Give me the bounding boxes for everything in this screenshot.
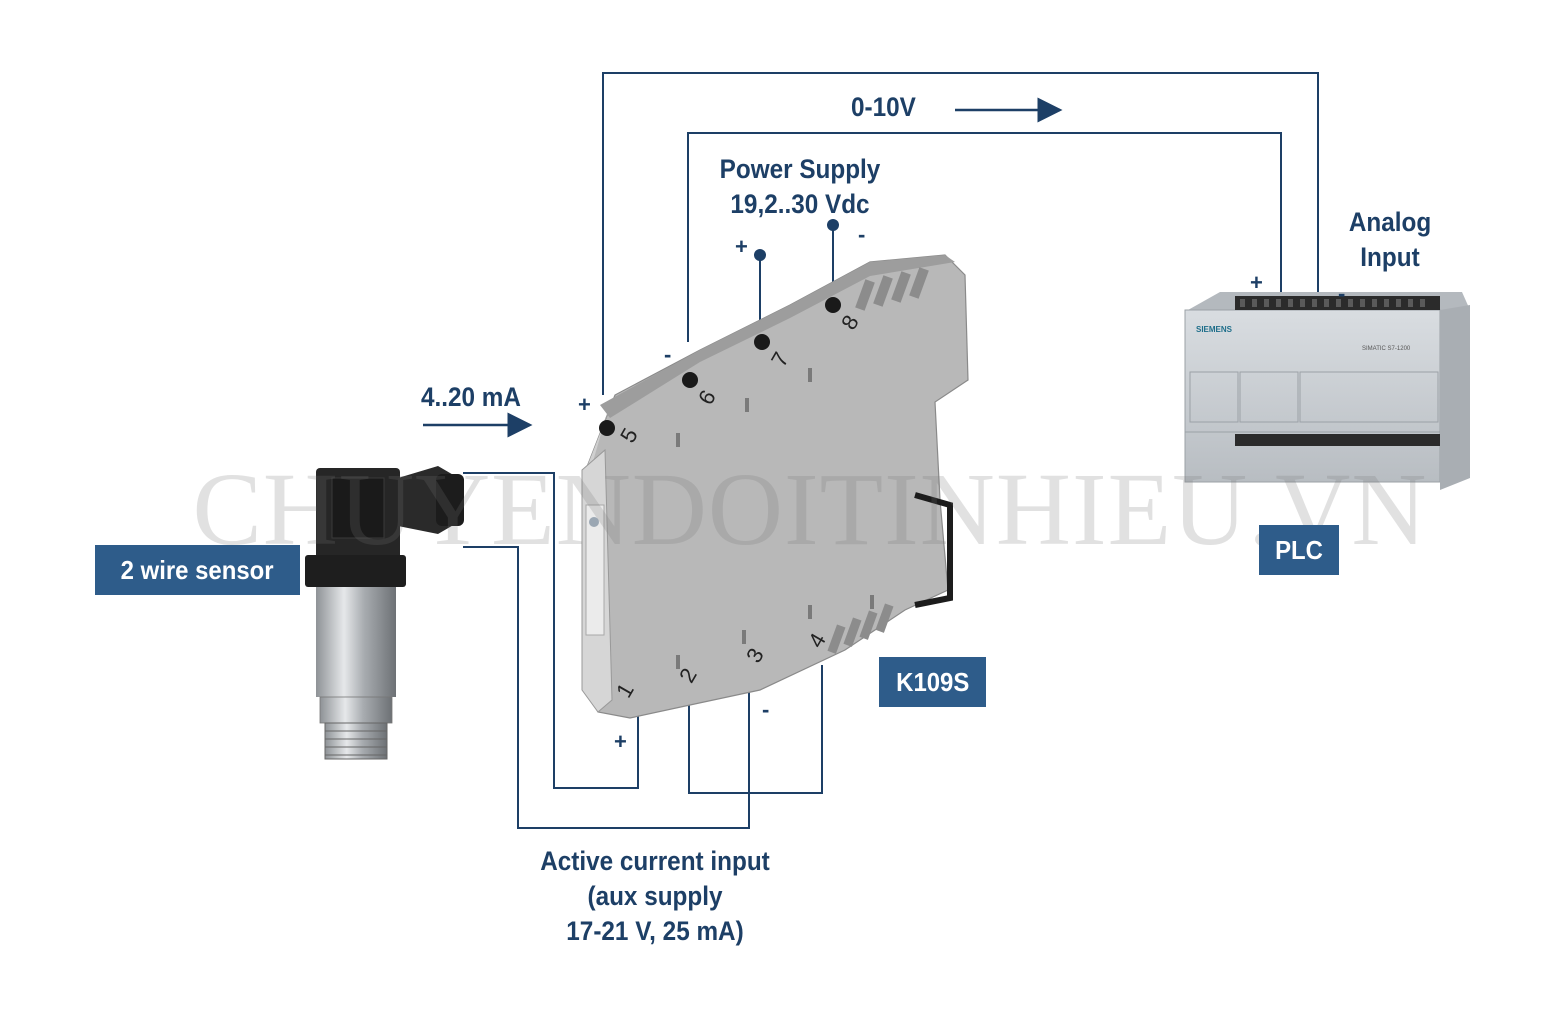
din-rail-module-icon: 1 2 3 4 5 6 7 8: [581, 254, 969, 719]
power-supply-label: Power Supply 19,2..30 Vdc: [692, 152, 908, 222]
power-plus-sign: +: [735, 234, 748, 259]
power-minus-dot: [827, 219, 839, 231]
output-signal-label: 0-10V: [851, 92, 916, 122]
wire-jumper-t2-t4: [688, 665, 823, 794]
active-input-label: Active current input (aux supply 17-21 V…: [507, 844, 804, 949]
plc-label-box: PLC: [1259, 525, 1339, 575]
power-plus-dot: [754, 249, 766, 261]
wire-output-minus: [687, 132, 1282, 342]
plc-minus-sign: -: [1338, 281, 1346, 306]
plc-controller-icon: SIEMENS SIMATIC S7-1200: [1184, 292, 1470, 490]
power-supply-line2: 19,2..30 Vdc: [730, 189, 870, 220]
plc-model: SIMATIC S7-1200: [1362, 346, 1411, 352]
t6-minus-sign: -: [664, 342, 672, 367]
plc-label: PLC: [1275, 534, 1323, 565]
wire-sensor-to-t3: [463, 546, 750, 829]
analog-input-line2: Input: [1360, 242, 1420, 273]
active-input-line1: Active current input: [540, 846, 770, 876]
t3-minus-sign: -: [762, 697, 770, 722]
pressure-transmitter-icon: [305, 466, 464, 760]
device-label-box: K109S: [879, 657, 986, 707]
sensor-label: 2 wire sensor: [121, 554, 274, 585]
power-supply-line1: Power Supply: [719, 154, 881, 184]
analog-input-line1: Analog: [1348, 207, 1432, 237]
wire-output-plus: [602, 72, 1319, 395]
active-input-line3: 17-21 V, 25 mA): [566, 916, 744, 947]
plc-plus-sign: +: [1250, 270, 1263, 295]
wire-sensor-to-t1: [463, 472, 639, 789]
t1-plus-sign: +: [614, 729, 627, 754]
active-input-line2: (aux supply: [587, 881, 723, 912]
plc-brand: SIEMENS: [1196, 325, 1233, 334]
analog-input-label: Analog Input: [1309, 205, 1471, 275]
wires: [463, 72, 1319, 829]
t5-plus-sign: +: [578, 392, 591, 417]
input-signal-label: 4..20 mA: [421, 382, 521, 412]
sensor-label-box: 2 wire sensor: [95, 545, 300, 595]
power-minus-sign: -: [858, 222, 866, 247]
device-label: K109S: [895, 666, 970, 697]
